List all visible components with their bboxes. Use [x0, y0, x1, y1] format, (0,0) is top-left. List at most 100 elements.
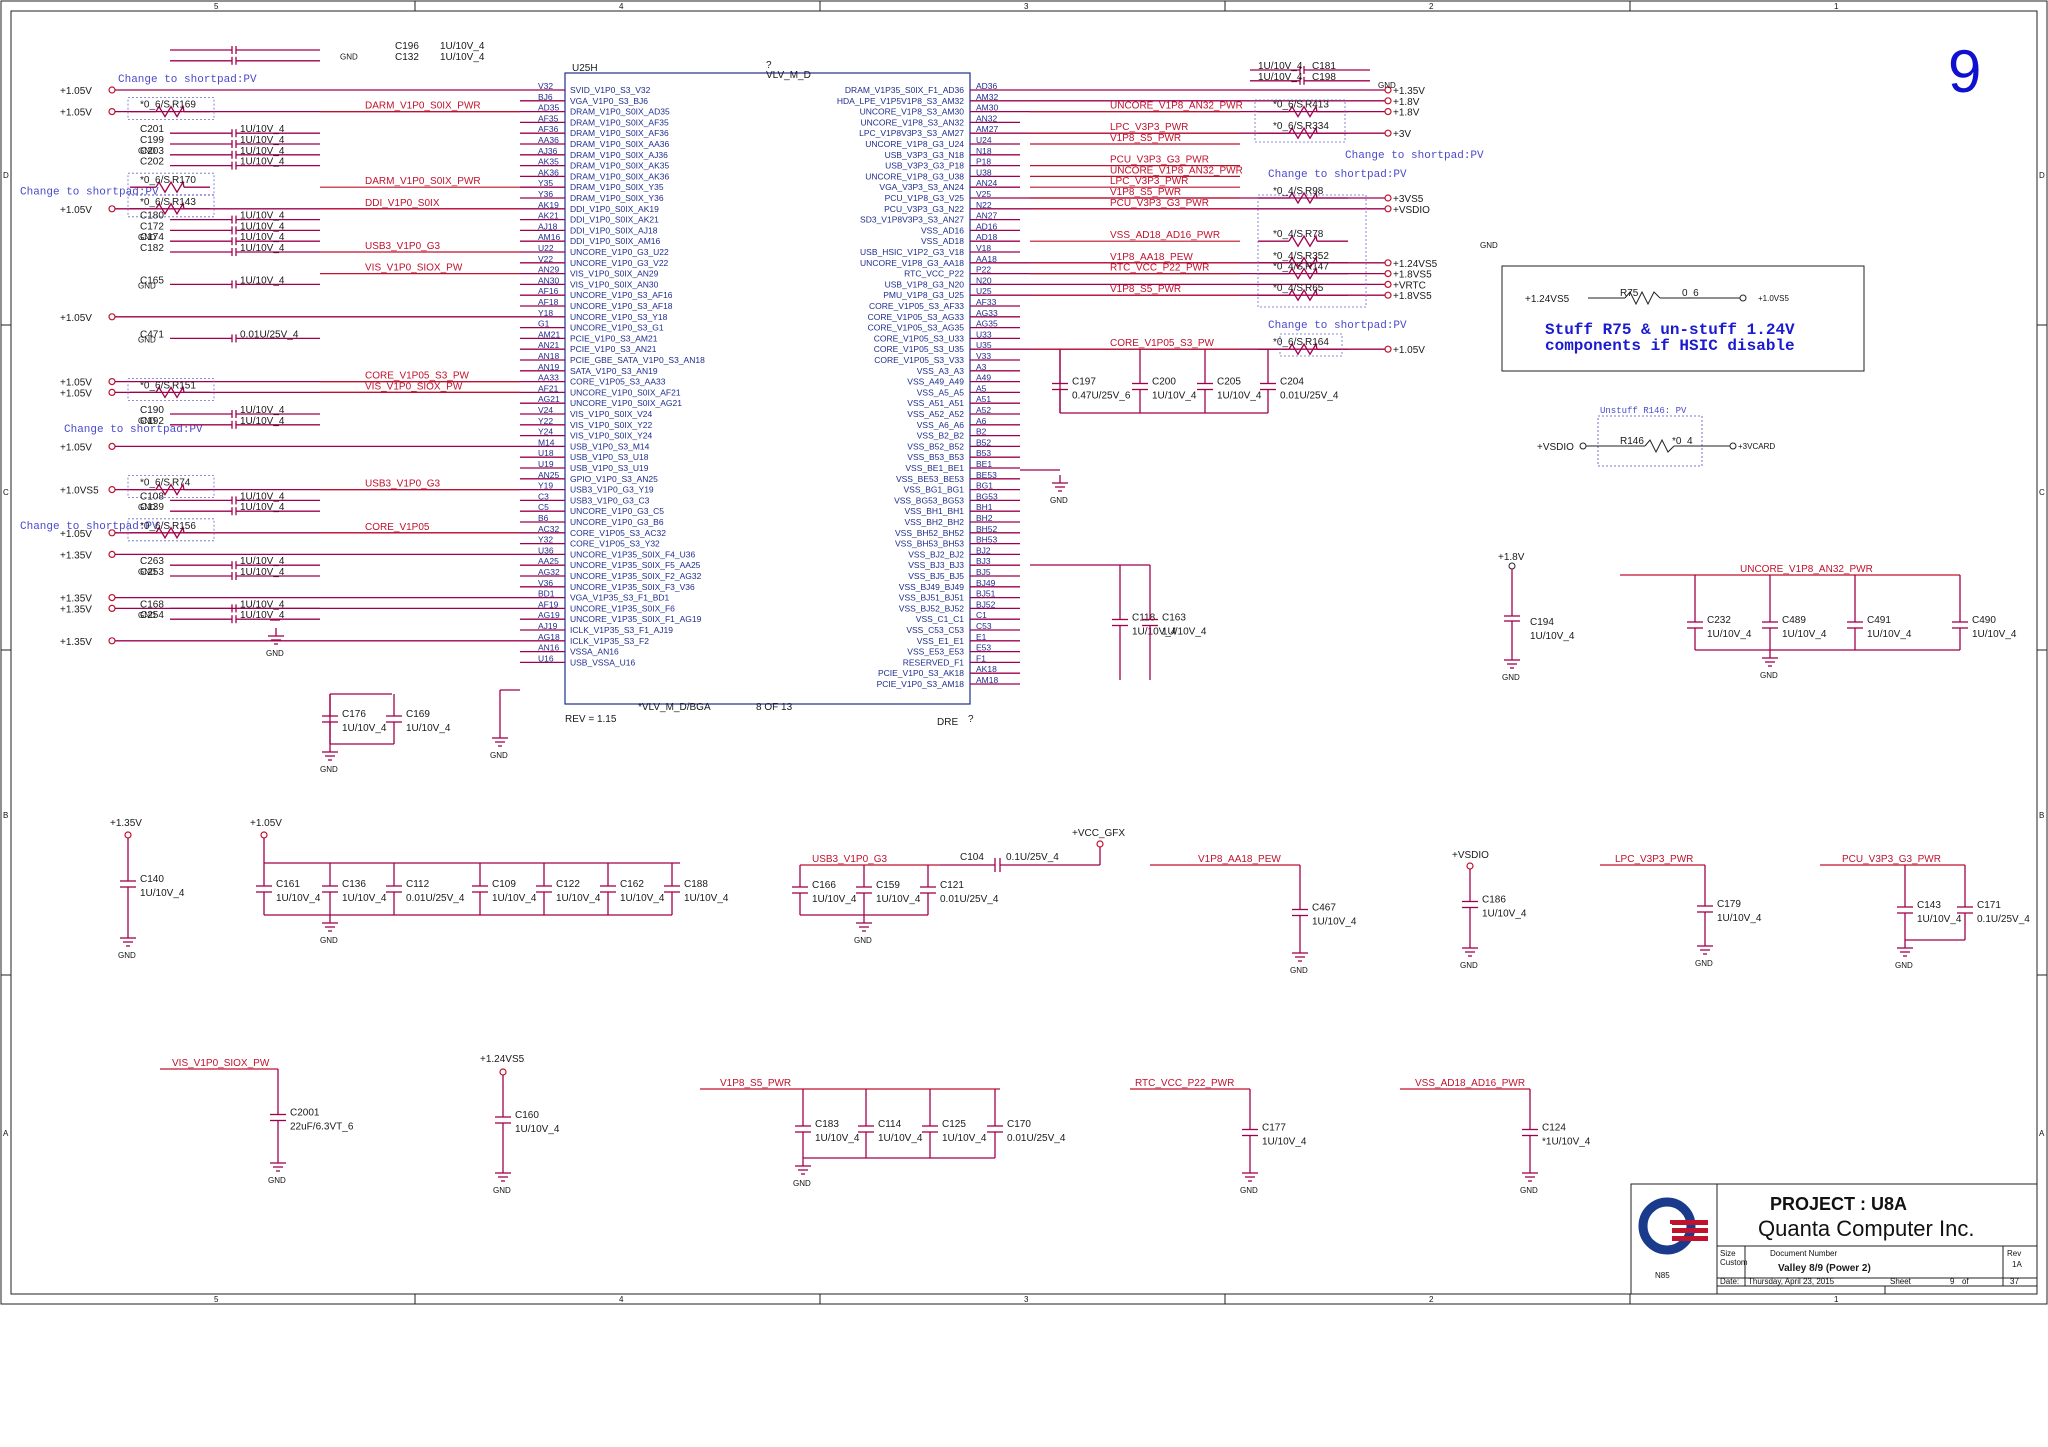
right-rail-label: +1.05V	[1393, 345, 1425, 356]
resistor-zigzag	[1288, 288, 1318, 302]
right-pin-name: PCU_V1P8_G3_V25	[885, 193, 965, 203]
left-pin-number: AN25	[538, 470, 560, 480]
left-pin-number: V22	[538, 254, 553, 264]
cap-val: 1U/10V_4	[440, 41, 485, 52]
left-pin-name: UNCORE_V1P35_S0IX_F2_AG32	[570, 571, 702, 581]
left-pin-number: V24	[538, 405, 553, 415]
right-pin-name: UNCORE_V1P8_G3_AA18	[860, 258, 964, 268]
left-pin-name: UNCORE_V1P35_S0IX_F5_AA25	[570, 560, 701, 570]
stuff-rail-in: +1.24VS5	[1525, 294, 1570, 305]
cap-ref: C169	[406, 709, 430, 720]
tb-model: N85	[1655, 1271, 1670, 1280]
right-pin-number: V25	[976, 189, 991, 199]
left-pin-number: AN19	[538, 362, 560, 372]
cap-ref: C118	[1132, 613, 1156, 624]
chip-dre-q: ?	[968, 714, 974, 725]
right-pin-name: VSS_BJ51_BJ51	[899, 593, 964, 603]
right-pin-name: PCIE_V1P0_S3_AK18	[878, 668, 964, 678]
shortpad-box	[1257, 194, 1367, 308]
cap-val: 1U/10V_4	[942, 1133, 987, 1144]
c467-net: V1P8_AA18_PEW	[1198, 854, 1281, 865]
left-pin-name: UNCORE_V1P0_G3_B6	[570, 517, 664, 527]
cap-val: 0.01U/25V_4	[406, 893, 465, 904]
gnd-label: GND	[493, 1186, 511, 1195]
cap-val: 0.01U/25V_4	[1007, 1133, 1066, 1144]
left-pin-name: UNCORE_V1P0_S0IX_AF21	[570, 387, 681, 397]
chip-rev: REV = 1.15	[565, 714, 617, 725]
right-rail-label: +1.8VS5	[1393, 291, 1432, 302]
cap-ref: C159	[876, 880, 900, 891]
left-pin-number: Y18	[538, 308, 553, 318]
left-pin-name: VGA_V1P0_S3_BJ6	[570, 96, 648, 106]
cap-ref: C176	[342, 709, 366, 720]
row-label-left-b: B	[3, 811, 8, 820]
right-net-label: V1P8_S5_PWR	[1110, 284, 1181, 295]
left-pin-name: USB_V1P0_S3_U18	[570, 452, 649, 462]
shortpad-box	[127, 377, 215, 401]
resistor-val: *0_6/S	[140, 197, 170, 208]
left-pin-number: AK35	[538, 157, 559, 167]
right-net-label: CORE_V1P05_S3_PW	[1110, 338, 1215, 349]
left-rail-label: +1.0VS5	[60, 486, 99, 497]
left-pin-name: PCIE_V1P0_S3_AM21	[570, 333, 658, 343]
cap-ref: C160	[515, 1110, 539, 1121]
cap-ref: C179	[1717, 899, 1741, 910]
logo-ring	[1638, 1197, 1696, 1255]
gnd-label: GND	[266, 649, 284, 658]
left-pin-number: AF21	[538, 383, 559, 393]
left-pin-number: V36	[538, 578, 553, 588]
cap-ref: C124	[1542, 1123, 1566, 1134]
resistor-ref: R147	[1305, 262, 1329, 273]
left-pin-name: CORE_V1P05_S3_Y32	[570, 539, 660, 549]
cap-ref: C196	[395, 41, 419, 52]
left-pin-number: Y19	[538, 481, 553, 491]
c140-rail: +1.35V	[110, 818, 142, 829]
cap-val: 22uF/6.3VT_6	[290, 1122, 354, 1133]
resistor-ref: R74	[172, 478, 191, 489]
shortpad-note: Change to shortpad:PV	[1268, 320, 1407, 332]
left-rail-label: +1.05V	[60, 529, 92, 540]
gnd-label: GND	[268, 1176, 286, 1185]
left-pin-number: BJ6	[538, 92, 553, 102]
resistor-val: *0_6/S	[140, 175, 170, 186]
c124-net: VSS_AD18_AD16_PWR	[1415, 1078, 1525, 1089]
cap-val: 1U/10V_4	[515, 1124, 560, 1135]
cap-ref: C172	[140, 221, 164, 232]
right-pin-number: BJ49	[976, 578, 996, 588]
right-pin-name: USB_V3P3_G3_N18	[885, 150, 965, 160]
resistor-val: *0_4/S	[1273, 229, 1303, 240]
right-pin-name: VSS_BG1_BG1	[904, 485, 965, 495]
left-pin-number: Y36	[538, 189, 553, 199]
cap-val: 1U/10V_4	[240, 243, 285, 254]
right-pin-number: AM32	[976, 92, 998, 102]
col-label-bottom-1: 1	[1834, 1295, 1839, 1304]
cap-val: 1U/10V_4	[240, 135, 285, 146]
right-pin-number: B52	[976, 437, 991, 447]
shortpad-note: Change to shortpad:PV	[1268, 169, 1407, 181]
cap-ref: C109	[492, 879, 516, 890]
shortpad-box	[127, 172, 215, 196]
cap-ref: C170	[1007, 1119, 1031, 1130]
cap-val: 1U/10V_4	[240, 275, 285, 286]
left-pin-name: VIS_V1P0_S0IX_AN29	[570, 269, 659, 279]
right-pin-name: VSS_BJ3_BJ3	[908, 560, 964, 570]
left-pin-name: CORE_V1P05_S3_AA33	[570, 377, 666, 387]
stuff-note-line1: Stuff R75 & un-stuff 1.24V	[1545, 321, 1795, 339]
right-pin-number: A49	[976, 373, 991, 383]
left-pin-name: DRAM_V1P0_S0IX_Y36	[570, 193, 664, 203]
right-net-label: RTC_VCC_P22_PWR	[1110, 263, 1209, 274]
chip-unit: 8 OF 13	[756, 702, 793, 713]
col-label-top-1: 1	[1834, 2, 1839, 11]
c160-rail: +1.24VS5	[480, 1054, 525, 1065]
cap-ref: C177	[1262, 1123, 1286, 1134]
right-pin-number: BH53	[976, 535, 998, 545]
tb-total: 37	[2010, 1277, 2019, 1286]
chip-part: VLV_M_D	[766, 70, 811, 81]
cap-ref: C197	[1072, 377, 1096, 388]
resistor-ref: R169	[172, 100, 196, 111]
cap-val: 0.01U/25V_4	[240, 329, 299, 340]
right-pin-number: AD16	[976, 221, 998, 231]
resistor-zigzag	[1288, 266, 1318, 280]
shortpad-box	[127, 475, 215, 499]
shortpad-note: Change to shortpad:PV	[64, 424, 203, 436]
